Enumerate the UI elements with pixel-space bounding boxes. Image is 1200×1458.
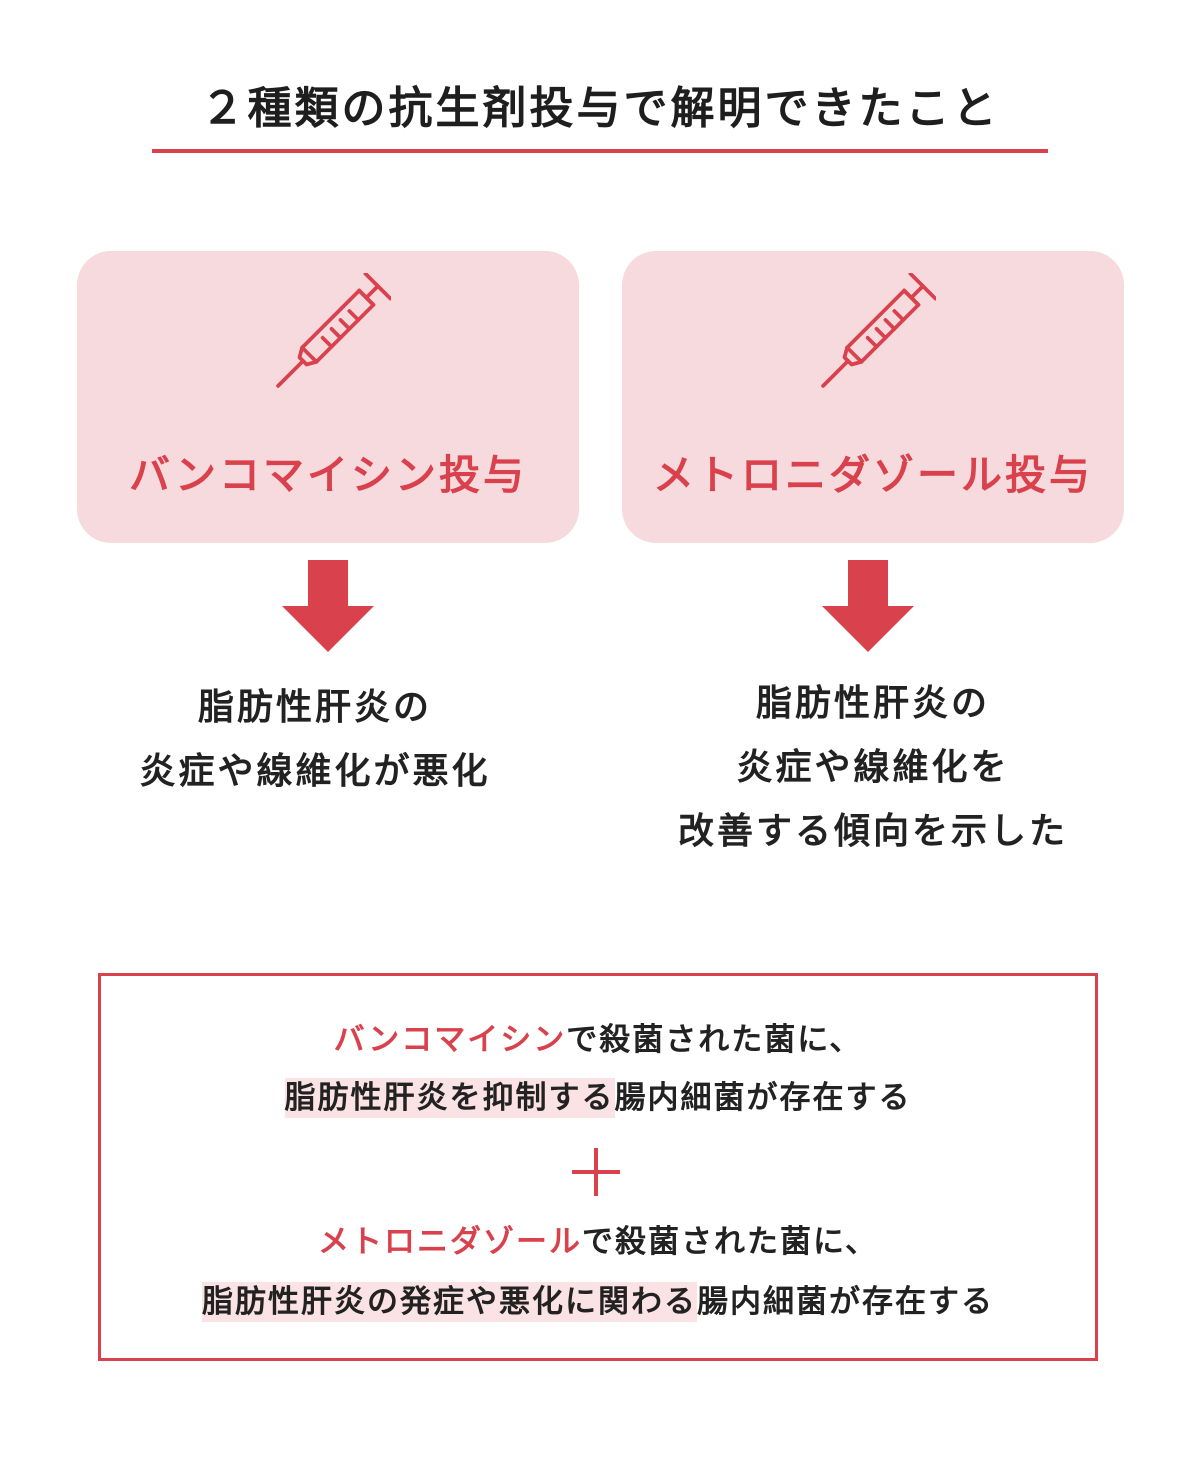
vancomycin-result: 脂肪性肝炎の 炎症や線維化が悪化	[77, 676, 553, 804]
summary-text: で殺菌された菌に、	[581, 1224, 879, 1260]
summary-line-5: 脂肪性肝炎の発症や悪化に関わる腸内細菌が存在する	[101, 1276, 1095, 1322]
down-arrow-icon	[282, 560, 374, 652]
summary-box: バンコマイシンで殺菌された菌に、 脂肪性肝炎を抑制する腸内細菌が存在する メトロ…	[98, 973, 1098, 1361]
metronidazole-label: メトロニダゾール投与	[653, 451, 1093, 499]
result-line: 炎症や線維化が悪化	[139, 751, 491, 792]
highlighted-text: 脂肪性肝炎を抑制する	[284, 1078, 615, 1118]
metronidazole-result: 脂肪性肝炎の 炎症や線維化を 改善する傾向を示した	[622, 672, 1124, 864]
summary-text: で殺菌された菌に、	[566, 1022, 863, 1058]
plus-icon	[572, 1148, 620, 1196]
metronidazole-box: メトロニダゾール投与	[622, 251, 1124, 543]
summary-text: 腸内細菌が存在する	[697, 1284, 994, 1320]
result-line: 脂肪性肝炎の	[197, 687, 432, 728]
result-line: 改善する傾向を示した	[677, 811, 1068, 852]
syringe-icon	[276, 273, 391, 388]
result-line: 脂肪性肝炎の	[755, 683, 990, 724]
page-title: ２種類の抗生剤投与で解明できたこと	[200, 83, 1000, 134]
down-arrow-icon	[822, 560, 914, 652]
drug-name: バンコマイシン	[333, 1022, 567, 1058]
summary-line-1: バンコマイシンで殺菌された菌に、	[101, 1014, 1095, 1059]
drug-name: メトロニダゾール	[317, 1224, 582, 1260]
title-underline	[152, 149, 1048, 153]
summary-line-4: メトロニダゾールで殺菌された菌に、	[101, 1216, 1095, 1261]
syringe-icon	[821, 273, 936, 388]
vancomycin-label: バンコマイシン投与	[128, 451, 528, 499]
summary-line-2: 脂肪性肝炎を抑制する腸内細菌が存在する	[101, 1072, 1095, 1118]
result-line: 炎症や線維化を	[736, 747, 1010, 788]
highlighted-text: 脂肪性肝炎の発症や悪化に関わる	[202, 1282, 697, 1322]
vancomycin-box: バンコマイシン投与	[77, 251, 579, 543]
summary-text: 腸内細菌が存在する	[614, 1080, 912, 1116]
